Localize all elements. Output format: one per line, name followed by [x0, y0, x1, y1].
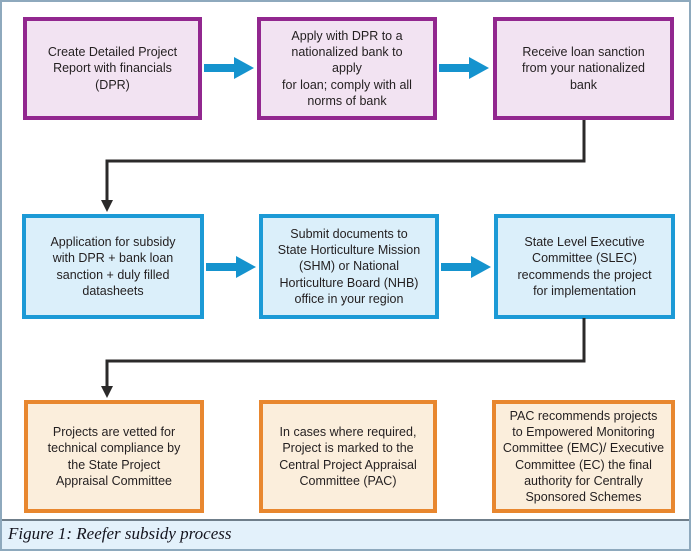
figure-caption-strip: Figure 1: Reefer subsidy process	[2, 519, 689, 549]
flow-step-loan-sanction: Receive loan sanction from your national…	[493, 17, 674, 120]
right-arrow-icon	[206, 256, 256, 278]
right-arrow-icon	[439, 57, 489, 79]
elbow-down-arrow-icon	[101, 120, 586, 212]
flow-step-pac-recommends: PAC recommends projects to Empowered Mon…	[492, 400, 675, 513]
flow-step-submit-documents: Submit documents to State Horticulture M…	[259, 214, 439, 319]
flow-step-central-appraisal: In cases where required, Project is mark…	[259, 400, 437, 513]
flow-step-create-dpr: Create Detailed Project Report with fina…	[23, 17, 202, 120]
flow-step-subsidy-application: Application for subsidy with DPR + bank …	[22, 214, 204, 319]
figure-caption: Figure 1: Reefer subsidy process	[8, 524, 232, 543]
right-arrow-icon	[204, 57, 254, 79]
flow-step-state-appraisal: Projects are vetted for technical compli…	[24, 400, 204, 513]
elbow-down-arrow-icon	[101, 318, 586, 398]
flow-step-apply-bank: Apply with DPR to a nationalized bank to…	[257, 17, 437, 120]
flow-step-slec-recommends: State Level Executive Committee (SLEC) r…	[494, 214, 675, 319]
right-arrow-icon	[441, 256, 491, 278]
